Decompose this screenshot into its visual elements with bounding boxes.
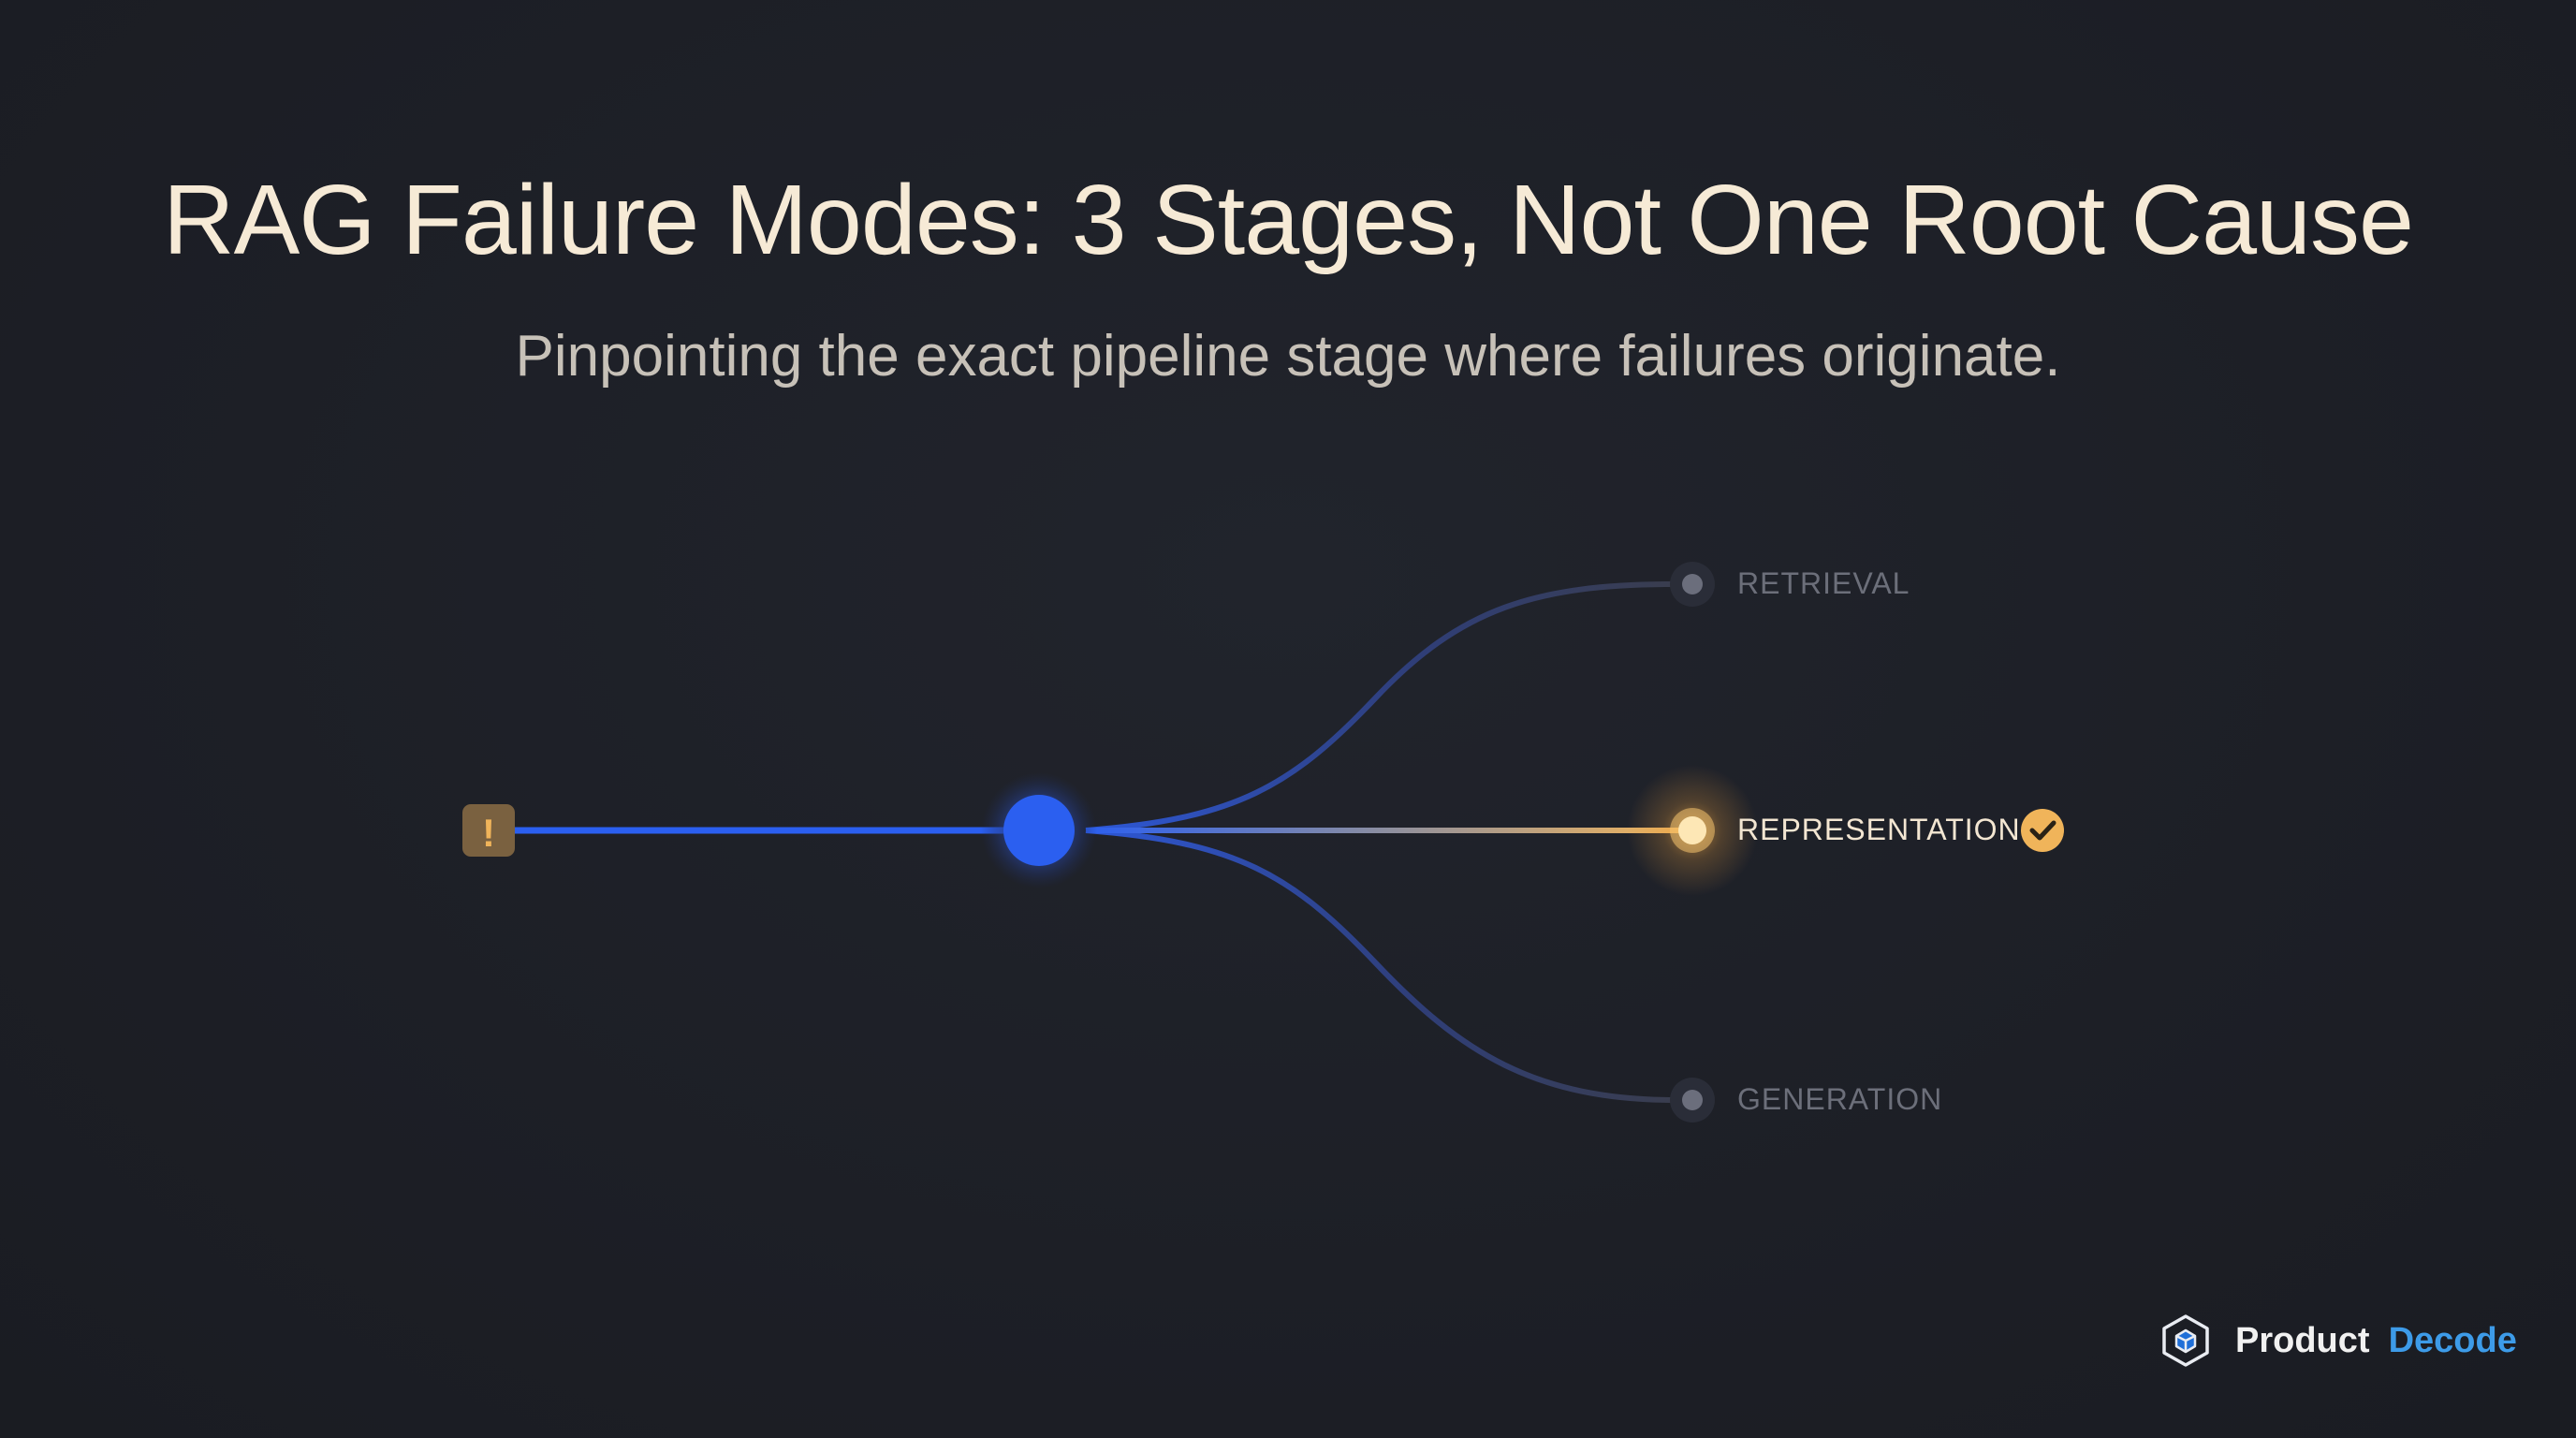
stage-label-representation: REPRESENTATION <box>1737 813 2021 846</box>
retrieval-node <box>1670 562 1715 607</box>
brand-logo: Product Decode <box>2159 1313 2517 1369</box>
warning-icon: ! <box>462 804 515 857</box>
hub-node <box>1003 795 1075 866</box>
page-title: RAG Failure Modes: 3 Stages, Not One Roo… <box>163 165 2414 275</box>
representation-node <box>1627 765 1758 896</box>
check-icon <box>2021 809 2064 852</box>
stage-label-retrieval: RETRIEVAL <box>1737 566 1910 600</box>
brand-word-product: Product <box>2235 1320 2370 1360</box>
stage-label-generation: GENERATION <box>1737 1082 1943 1116</box>
page-subtitle: Pinpointing the exact pipeline stage whe… <box>515 324 2061 389</box>
generation-node <box>1670 1078 1715 1123</box>
svg-text:!: ! <box>482 811 495 855</box>
branch-generation <box>1085 828 1676 1103</box>
hexagon-cube-icon <box>2162 1314 2209 1367</box>
brand-word-decode: Decode <box>2388 1320 2517 1360</box>
branch-retrieval <box>1085 581 1676 833</box>
